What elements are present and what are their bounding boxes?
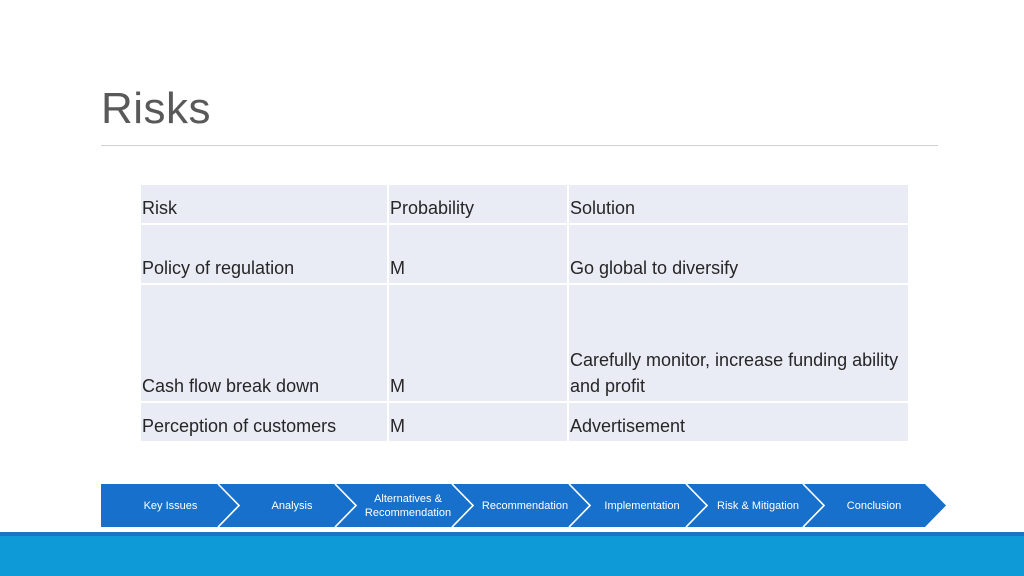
process-step-risk-mitigation[interactable]: Risk & Mitigation [717, 499, 799, 512]
table-row: Perception of customers M Advertisement [141, 402, 908, 443]
table-cell-risk: Perception of customers [141, 402, 389, 443]
table-row: Cash flow break down M Carefully monitor… [141, 284, 908, 403]
footer-band [0, 532, 1024, 576]
process-step-shape-key-issues[interactable] [101, 484, 239, 527]
title-divider [101, 145, 938, 146]
table-cell-risk: Policy of regulation [141, 224, 389, 285]
process-step-shape-implementation[interactable] [570, 484, 707, 527]
process-step-shape-conclusion[interactable] [804, 484, 946, 527]
process-step-shape-analysis[interactable] [219, 484, 356, 527]
process-navigation: Key Issues Analysis Alternatives & Recom… [101, 484, 947, 527]
process-step-conclusion[interactable]: Conclusion [846, 499, 902, 512]
table-cell-probability: M [388, 402, 569, 443]
slide-title: Risks [101, 84, 212, 133]
process-step-analysis[interactable]: Analysis [271, 499, 313, 512]
table-cell-solution: Go global to diversify [568, 224, 908, 285]
header-cell-probability: Probability [388, 185, 569, 225]
risk-table: Risk Probability Solution Policy of regu… [141, 185, 908, 443]
process-chevrons [101, 484, 946, 527]
table-cell-probability: M [388, 284, 569, 403]
table-header-row: Risk Probability Solution [141, 185, 908, 225]
process-step-recommendation[interactable]: Recommendation [481, 499, 569, 512]
process-step-key-issues[interactable]: Key Issues [143, 499, 198, 512]
footer-accent-line [0, 532, 1024, 536]
table-cell-probability: M [388, 224, 569, 285]
process-step-shape-recommendation[interactable] [453, 484, 590, 527]
table-cell-solution: Carefully monitor, increase funding abil… [568, 284, 908, 403]
table-row: Policy of regulation M Go global to dive… [141, 224, 908, 285]
table-cell-risk: Cash flow break down [141, 284, 389, 403]
process-step-shape-alternatives[interactable] [336, 484, 473, 527]
header-cell-solution: Solution [568, 185, 908, 225]
process-step-alternatives[interactable]: Alternatives & Recommendation [364, 492, 452, 519]
process-step-implementation[interactable]: Implementation [604, 499, 680, 512]
process-step-shape-risk-mitigation[interactable] [687, 484, 824, 527]
table-cell-solution: Advertisement [568, 402, 908, 443]
header-cell-risk: Risk [141, 185, 389, 225]
